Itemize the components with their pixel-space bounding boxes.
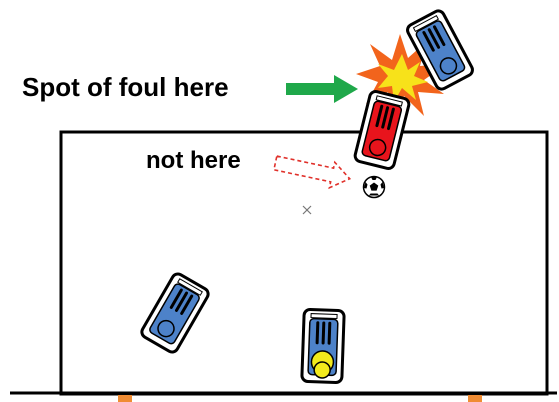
robot-blue-bottom-left bbox=[139, 271, 211, 354]
center-cross-icon bbox=[303, 206, 311, 214]
robot-slot bbox=[323, 323, 324, 343]
soccer-ball-icon bbox=[364, 177, 385, 198]
goal-post-left bbox=[118, 395, 132, 402]
wrong-spot-arrow bbox=[273, 150, 353, 191]
robot-red-at-line bbox=[353, 90, 411, 170]
robot-center bbox=[314, 362, 331, 379]
robot-blue-goalie bbox=[301, 309, 345, 382]
goal-post-right bbox=[468, 395, 482, 402]
robot-front bbox=[311, 314, 337, 319]
not-here-label: not here bbox=[146, 147, 241, 174]
foul-spot-label: Spot of foul here bbox=[22, 72, 229, 102]
robot-slot bbox=[317, 323, 318, 343]
robot-slot bbox=[329, 323, 330, 343]
correct-spot-arrow bbox=[286, 75, 358, 103]
